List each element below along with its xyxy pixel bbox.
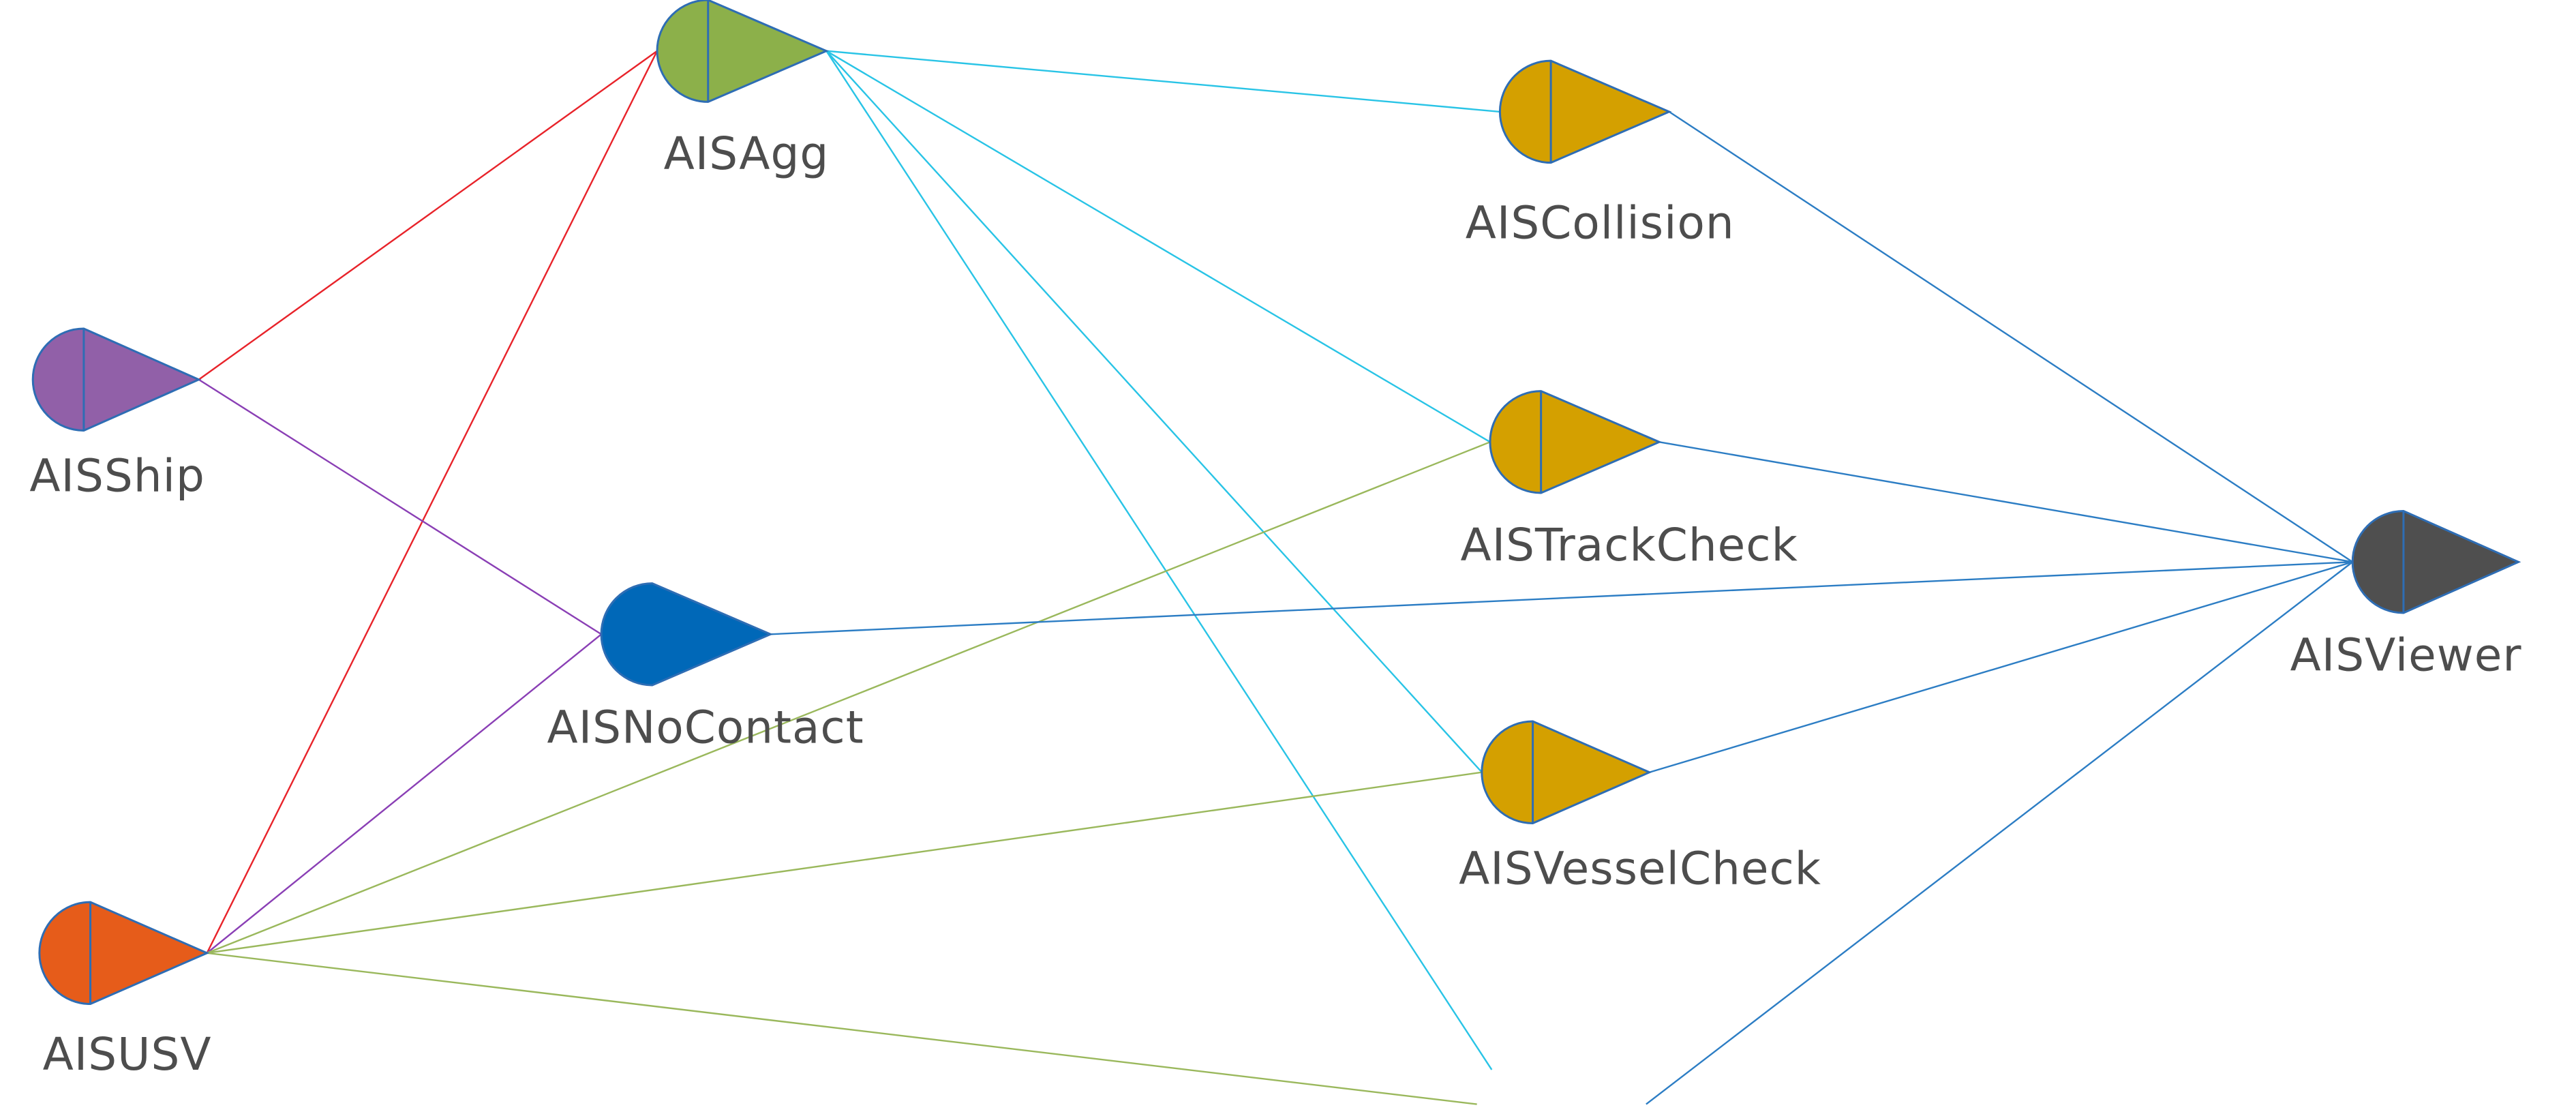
node-label-aisnocontact: AISNoContact [547, 701, 864, 753]
edge-aisusv-to-aisnocontact [206, 633, 602, 954]
aisship-teardrop-icon [31, 327, 202, 432]
edge-aisnocontact-to-aisviewer [770, 561, 2353, 635]
edge-aisusv-to-aisagg [206, 50, 658, 954]
edge-aisagg-to-offscreen-1 [825, 50, 1493, 1070]
edge-aisusv-to-aistrackcheck [207, 441, 1491, 954]
node-aisship[interactable]: AISShip [29, 327, 204, 502]
node-label-aiscollision: AISCollision [1466, 196, 1735, 249]
edge-aistrackcheck-to-aisviewer [1658, 441, 2353, 563]
node-label-aisagg: AISAgg [664, 127, 830, 180]
node-aiscollision[interactable]: AISCollision [1466, 59, 1735, 249]
edge-aisagg-to-aistrackcheck [825, 50, 1491, 443]
node-aisviewer[interactable]: AISViewer [2290, 510, 2522, 682]
edge-offscreen-3-to-aisviewer [1646, 561, 2353, 1105]
edge-aiscollision-to-aisviewer [1668, 110, 2353, 563]
node-label-aisusv: AISUSV [43, 1028, 212, 1081]
aisagg-teardrop-icon [656, 0, 830, 103]
node-label-aisvesselcheck: AISVesselCheck [1459, 843, 1821, 895]
aisviewer-teardrop-icon [2351, 510, 2521, 614]
edge-aisagg-to-aisvesselcheck [825, 50, 1483, 773]
edge-aisagg-to-aiscollision [826, 50, 1500, 113]
edge-aisusv-to-offscreen-2 [207, 952, 1477, 1105]
edge-aisvesselcheck-to-aisviewer [1649, 561, 2353, 773]
node-aisvesselcheck[interactable]: AISVesselCheck [1459, 720, 1821, 895]
node-label-aisship: AISShip [29, 450, 204, 502]
aisusv-teardrop-icon [38, 901, 210, 1006]
aistrackcheck-teardrop-icon [1489, 390, 1662, 494]
node-aisagg[interactable]: AISAgg [656, 0, 830, 180]
edge-aisship-to-aisnocontact [198, 378, 602, 635]
edge-aisship-to-aisagg [198, 50, 658, 380]
edges [198, 50, 2353, 1105]
aisnocontact-teardrop-icon [600, 582, 774, 687]
aiscollision-teardrop-icon [1498, 59, 1672, 164]
node-label-aistrackcheck: AISTrackCheck [1461, 519, 1798, 571]
aisvesselcheck-teardrop-icon [1481, 720, 1652, 824]
node-aisnocontact[interactable]: AISNoContact [547, 582, 864, 754]
edge-aisusv-to-aisvesselcheck [207, 771, 1483, 955]
node-label-aisviewer: AISViewer [2290, 629, 2522, 681]
node-aistrackcheck[interactable]: AISTrackCheck [1461, 390, 1798, 571]
node-aisusv[interactable]: AISUSV [38, 901, 212, 1081]
